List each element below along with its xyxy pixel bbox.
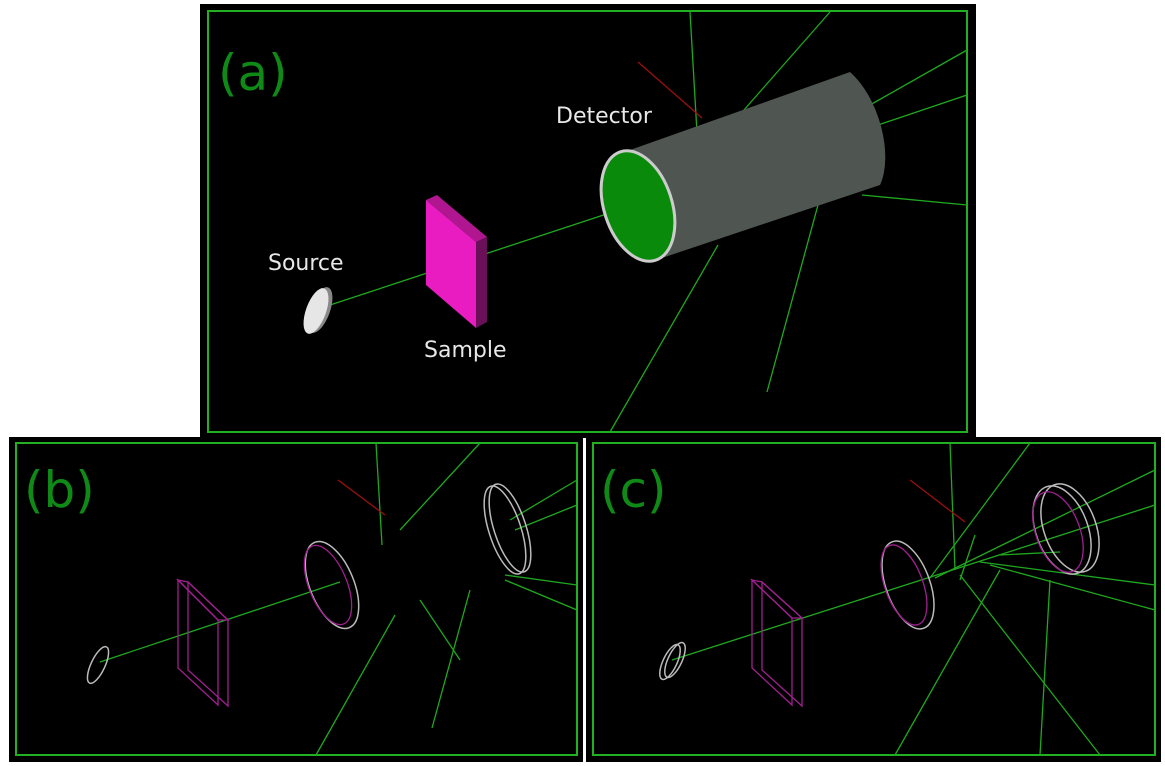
panel-c: (c) [586, 437, 1161, 762]
sample-label: Sample [424, 338, 507, 363]
panel-b: (b) [9, 437, 583, 762]
panel-b-label: (b) [24, 461, 95, 519]
source-disk [303, 287, 333, 334]
panel-c-frame [592, 442, 1156, 756]
detector-label: Detector [556, 104, 653, 129]
panel-c-label: (c) [600, 461, 667, 519]
panel-a-frame [207, 10, 968, 433]
sample-slab [426, 195, 487, 328]
particle-tracks [99, 442, 578, 756]
panel-a: (a) Detector Source Sample [200, 4, 976, 438]
detector-cylinder [599, 72, 886, 263]
detector-ring [304, 540, 360, 630]
panel-b-frame [15, 442, 578, 756]
source-label: Source [268, 251, 344, 276]
sample-wireframe [749, 578, 804, 708]
detector-ring [881, 540, 935, 630]
panel-a-label: (a) [218, 44, 288, 102]
sample-wireframe [176, 578, 230, 708]
